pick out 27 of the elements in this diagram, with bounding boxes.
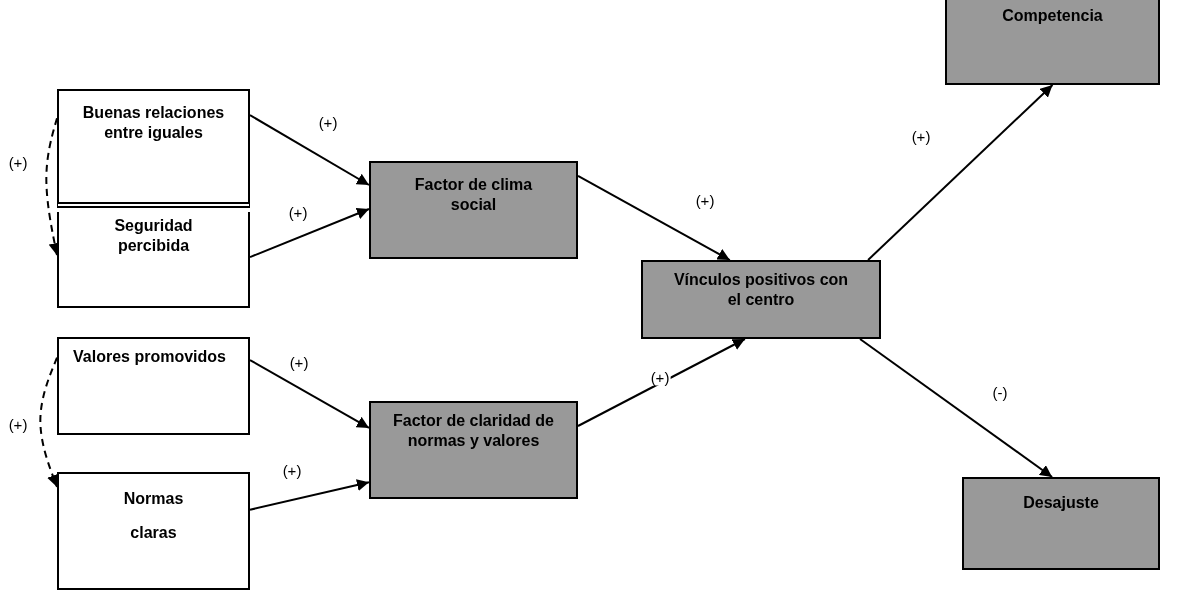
process-box	[57, 89, 250, 208]
arrow	[859, 338, 1054, 478]
arrow	[577, 175, 731, 261]
process-box	[57, 212, 250, 308]
node-label: Vínculos positivos con el centro	[672, 270, 850, 310]
arrow	[867, 84, 1054, 261]
arrow	[249, 114, 370, 186]
node-label: Buenas relaciones entre iguales	[81, 103, 226, 143]
node-label: Normas claras	[123, 489, 184, 543]
process-box	[369, 161, 578, 259]
arrow	[249, 207, 370, 259]
process-box	[57, 337, 250, 435]
node-label: Valores promovidos	[73, 347, 226, 367]
process-box	[369, 401, 578, 499]
dashed-arrow	[39, 356, 59, 488]
node-label: Factor de claridad de normas y valores	[392, 411, 555, 451]
node-label: Desajuste	[1023, 493, 1099, 513]
process-box	[962, 477, 1160, 570]
arrow	[249, 479, 370, 511]
arrow	[577, 338, 746, 427]
node-label: Competencia	[1002, 6, 1103, 26]
node-label: Factor de clima social	[413, 175, 534, 215]
process-box	[945, 0, 1160, 85]
node-label: Seguridad percibida	[113, 216, 194, 256]
process-box	[57, 472, 250, 590]
arrow	[249, 359, 370, 429]
process-box	[641, 260, 881, 339]
